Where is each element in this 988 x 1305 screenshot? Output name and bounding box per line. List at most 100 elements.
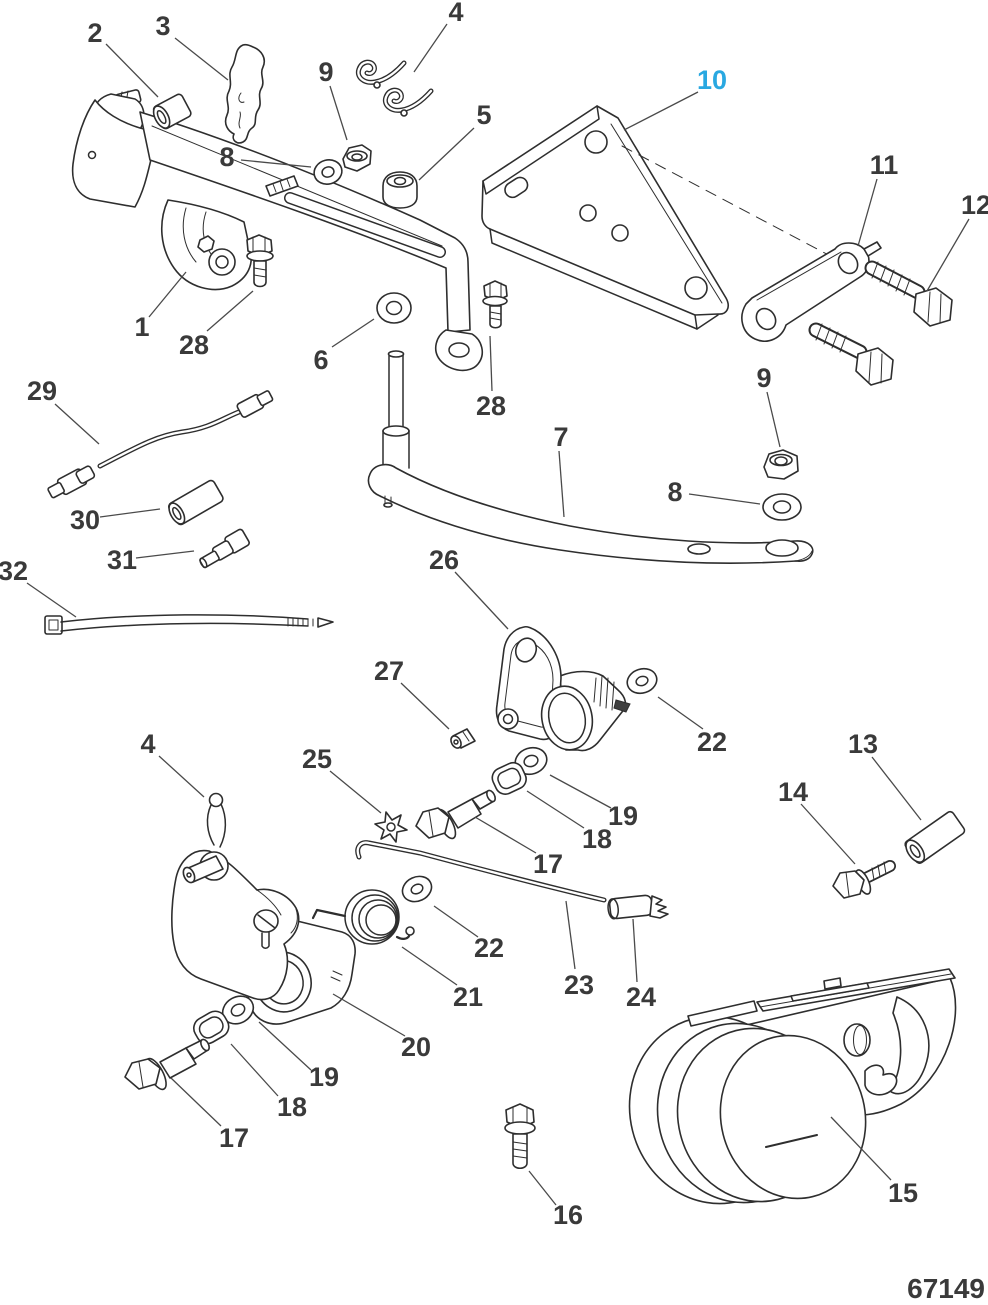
leader-line-17 (170, 1077, 222, 1127)
part-17-shoulder-bolt-center (415, 789, 496, 840)
part-15-cover-assembly (628, 968, 957, 1205)
leader-line-18 (526, 790, 585, 829)
callout-11: 11 (870, 150, 899, 180)
part-14-flange-bolt (832, 860, 896, 899)
part-9-locknut-right (763, 449, 799, 480)
callout-19: 19 (309, 1062, 339, 1092)
leader-line-9 (766, 391, 781, 448)
leader-line-32 (26, 582, 77, 618)
callout-19: 19 (608, 801, 638, 831)
leader-line-3 (174, 37, 229, 81)
part-11-link-plate (741, 241, 882, 342)
part-31-stepped-connector (199, 528, 250, 569)
leader-line-12 (926, 218, 970, 292)
figure-number: 67149 (907, 1273, 985, 1304)
part-4-hook-clips (355, 59, 434, 117)
part-18-oring-lower (193, 1010, 230, 1045)
callout-3: 3 (155, 11, 170, 41)
part-28-bolt-left (246, 234, 274, 288)
part-27-plug (450, 728, 476, 749)
callout-21: 21 (453, 982, 483, 1012)
callout-24: 24 (626, 982, 656, 1012)
part-30-sleeve (168, 479, 224, 526)
part-21-torsion-spring (311, 889, 415, 945)
leader-line-25 (329, 770, 382, 814)
callout-30: 30 (70, 505, 100, 535)
callout-8: 8 (219, 142, 234, 172)
callout-17: 17 (219, 1123, 249, 1153)
leader-line-23 (565, 900, 576, 970)
leader-line-15 (830, 1116, 892, 1181)
leader-line-7 (558, 450, 565, 518)
part-6-washer (376, 292, 412, 324)
callout-17: 17 (533, 849, 563, 879)
leader-line-27 (400, 682, 450, 730)
leader-line-31 (135, 550, 195, 559)
callout-1: 1 (134, 312, 149, 342)
leader-line-18 (230, 1043, 279, 1097)
callout-10: 10 (697, 65, 727, 95)
leader-lines (26, 23, 970, 1206)
leader-line-1 (148, 271, 187, 318)
part-12-hex-bolts (808, 260, 953, 386)
part-26-swivel-housing (495, 625, 631, 752)
callout-25: 25 (302, 744, 332, 774)
part-24-rod-end (607, 894, 669, 920)
leader-line-30 (99, 508, 161, 518)
leader-line-26 (454, 571, 509, 630)
callout-29: 29 (27, 376, 57, 406)
callout-27: 27 (374, 656, 404, 686)
leader-line-8 (240, 159, 312, 168)
callout-16: 16 (553, 1200, 583, 1230)
callout-7: 7 (553, 422, 568, 452)
leader-line-19 (258, 1021, 312, 1071)
leader-line-6 (331, 318, 375, 348)
part-5-bushing (382, 171, 418, 209)
part-18-oring-center (491, 761, 527, 795)
callout-5: 5 (476, 100, 491, 130)
callout-4: 4 (448, 0, 463, 27)
callout-28: 28 (179, 330, 209, 360)
leader-line-21 (401, 946, 458, 986)
callout-4: 4 (140, 729, 155, 759)
leader-line-9 (329, 85, 348, 141)
part-4-cotter-clip-lower (206, 792, 227, 848)
leader-line-20 (332, 993, 406, 1037)
callout-18: 18 (277, 1092, 307, 1122)
leader-line-28 (489, 335, 493, 392)
part-2-bushing (152, 93, 192, 130)
part-8-washer-right (762, 493, 802, 521)
callout-6: 6 (313, 345, 328, 375)
leader-line-19 (549, 774, 612, 809)
callout-20: 20 (401, 1032, 431, 1062)
leader-line-29 (54, 403, 100, 445)
leader-line-24 (632, 918, 638, 983)
part-7-steering-lever-arm (367, 350, 814, 564)
callout-31: 31 (107, 545, 137, 575)
leader-line-8 (688, 493, 761, 505)
part-20-cam-housing (171, 849, 356, 1025)
leader-line-22 (657, 696, 704, 730)
leader-line-11 (857, 178, 878, 247)
part-17-shoulder-bolt-lower (124, 1038, 210, 1091)
callout-2: 2 (87, 18, 102, 48)
callout-9: 9 (318, 57, 333, 87)
part-10-anchor-plate (481, 105, 839, 330)
part-25-star-clip (374, 811, 408, 843)
leader-line-17 (474, 816, 537, 854)
callout-15: 15 (888, 1178, 918, 1208)
leader-line-2 (105, 43, 159, 98)
part-29-cable-assembly (47, 390, 274, 499)
callout-14: 14 (778, 777, 808, 807)
part-16-bolt (504, 1103, 536, 1170)
part-1-mounting-bracket (71, 89, 484, 372)
part-3-stamped-link (224, 43, 266, 144)
leader-line-28 (206, 290, 254, 332)
part-13-spacer-tube (904, 810, 966, 864)
callout-8: 8 (667, 477, 682, 507)
callout-22: 22 (697, 727, 727, 757)
part-8-washer-top (313, 159, 343, 185)
callout-22: 22 (474, 933, 504, 963)
